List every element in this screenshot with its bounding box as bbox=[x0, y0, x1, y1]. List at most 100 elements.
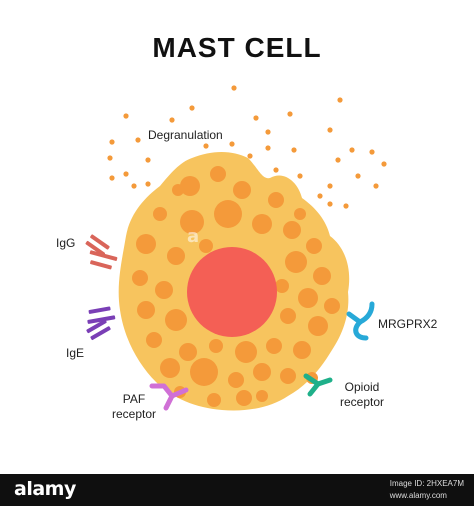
granule bbox=[293, 341, 311, 359]
mrgprx2-label: MRGPRX2 bbox=[378, 317, 438, 331]
image-id: Image ID: 2HXEA7M bbox=[389, 479, 464, 488]
granule bbox=[280, 368, 296, 384]
released-granule bbox=[327, 201, 333, 207]
granule bbox=[153, 207, 167, 221]
granule bbox=[207, 393, 221, 407]
igg-label: IgG bbox=[56, 236, 76, 250]
granule bbox=[285, 251, 307, 273]
released-granule bbox=[265, 129, 271, 135]
granule bbox=[313, 267, 331, 285]
released-granule bbox=[109, 139, 115, 145]
granule bbox=[180, 210, 204, 234]
granule bbox=[280, 308, 296, 324]
released-granule bbox=[291, 147, 297, 153]
released-granule bbox=[273, 167, 279, 173]
released-granule bbox=[327, 127, 333, 133]
watermark-center: a bbox=[187, 226, 200, 247]
granule bbox=[137, 301, 155, 319]
paf-receptor-label: PAF receptor bbox=[104, 392, 164, 422]
granule bbox=[306, 238, 322, 254]
granule bbox=[324, 298, 340, 314]
granule bbox=[210, 166, 226, 182]
igg-antibody-icon bbox=[85, 234, 118, 270]
granule bbox=[228, 372, 244, 388]
released-granule bbox=[317, 193, 323, 199]
granule bbox=[180, 176, 200, 196]
granule bbox=[256, 390, 268, 402]
released-granule bbox=[135, 137, 141, 143]
released-granule bbox=[107, 155, 113, 161]
released-granule bbox=[145, 181, 151, 187]
released-granule bbox=[203, 143, 209, 149]
granule bbox=[155, 281, 173, 299]
released-granule bbox=[287, 111, 293, 117]
granule bbox=[214, 200, 242, 228]
granule bbox=[252, 214, 272, 234]
diagram-title: MAST CELL bbox=[152, 32, 322, 63]
watermark-bar: alamy Image ID: 2HXEA7M www.alamy.com bbox=[0, 474, 474, 506]
released-granule bbox=[123, 113, 129, 119]
granule bbox=[236, 390, 252, 406]
released-granule bbox=[265, 145, 271, 151]
released-granule bbox=[123, 171, 129, 177]
released-granule bbox=[349, 147, 355, 153]
opioid-label-line1: Opioid bbox=[344, 380, 380, 394]
granule bbox=[235, 341, 257, 363]
released-granule bbox=[327, 183, 333, 189]
released-granule bbox=[229, 141, 235, 147]
ige-antibody-icon bbox=[86, 306, 116, 341]
granule bbox=[266, 338, 282, 354]
nucleus bbox=[187, 247, 277, 337]
released-granule bbox=[337, 97, 343, 103]
paf-label-line1: PAF bbox=[122, 392, 146, 406]
released-granule bbox=[231, 85, 237, 91]
granule bbox=[172, 184, 184, 196]
watermark-meta: Image ID: 2HXEA7M www.alamy.com bbox=[390, 478, 464, 502]
granule bbox=[167, 247, 185, 265]
granule bbox=[268, 192, 284, 208]
granule bbox=[294, 208, 306, 220]
released-granule bbox=[247, 153, 253, 159]
granules bbox=[132, 166, 340, 407]
released-granule bbox=[189, 105, 195, 111]
degranulation-granules bbox=[107, 85, 387, 209]
opioid-receptor-label: Opioid receptor bbox=[332, 380, 392, 410]
opioid-label-line2: receptor bbox=[339, 395, 385, 409]
site-url: www.alamy.com bbox=[389, 491, 447, 500]
granule bbox=[275, 279, 289, 293]
released-granule bbox=[369, 149, 375, 155]
granule bbox=[199, 239, 213, 253]
degranulation-label: Degranulation bbox=[148, 128, 223, 142]
alamy-logo: alamy bbox=[14, 478, 76, 500]
released-granule bbox=[343, 203, 349, 209]
granule bbox=[308, 316, 328, 336]
granule bbox=[132, 270, 148, 286]
granule bbox=[179, 343, 197, 361]
released-granule bbox=[145, 157, 151, 163]
ige-label: IgE bbox=[66, 346, 85, 360]
paf-label-line2: receptor bbox=[111, 407, 157, 421]
granule bbox=[146, 332, 162, 348]
granule bbox=[136, 234, 156, 254]
released-granule bbox=[169, 117, 175, 123]
granule bbox=[190, 358, 218, 386]
granule bbox=[253, 363, 271, 381]
mrgprx2-receptor-icon bbox=[346, 301, 375, 341]
granule bbox=[283, 221, 301, 239]
released-granule bbox=[297, 173, 303, 179]
opioid-receptor-icon bbox=[303, 373, 333, 397]
released-granule bbox=[355, 173, 361, 179]
released-granule bbox=[109, 175, 115, 181]
granule bbox=[165, 309, 187, 331]
released-granule bbox=[131, 183, 137, 189]
granule bbox=[209, 339, 223, 353]
granule bbox=[160, 358, 180, 378]
paf-receptor-icon bbox=[149, 383, 189, 411]
released-granule bbox=[253, 115, 259, 121]
released-granule bbox=[373, 183, 379, 189]
granule bbox=[233, 181, 251, 199]
released-granule bbox=[335, 157, 341, 163]
granule bbox=[298, 288, 318, 308]
released-granule bbox=[381, 161, 387, 167]
